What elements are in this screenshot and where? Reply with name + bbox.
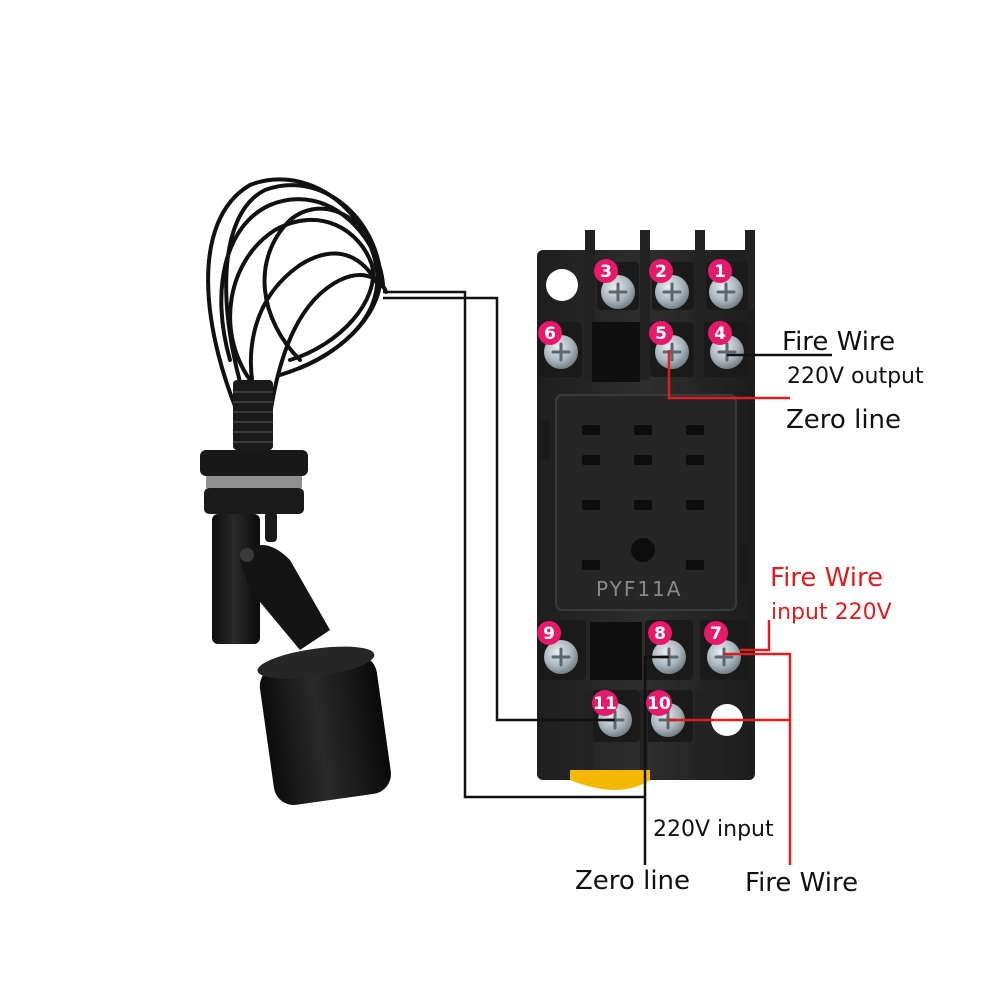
float-wire-inner [383, 296, 615, 722]
terminal-badge-1: 1 [708, 259, 732, 283]
bottom-220v-input-label: 220V input [653, 817, 774, 842]
terminal-badge-8: 8 [648, 621, 672, 645]
svg-text:9: 9 [543, 624, 555, 644]
terminal-badge-9: 9 [537, 621, 561, 645]
terminal-badge-11: 11 [592, 690, 618, 716]
output-220v-label: 220V output [787, 364, 924, 389]
terminal-badge-6: 6 [538, 321, 562, 345]
terminal-badge-2: 2 [649, 259, 673, 283]
svg-text:1: 1 [714, 262, 726, 282]
terminal-badge-10: 10 [646, 690, 672, 716]
bottom-zero-line-label: Zero line [575, 866, 691, 896]
svg-text:4: 4 [714, 324, 726, 344]
output-zero-line-label: Zero line [786, 405, 902, 435]
svg-text:11: 11 [593, 694, 617, 714]
input-zero-line [643, 655, 669, 865]
svg-text:3: 3 [600, 262, 612, 282]
screw-terminals [544, 275, 744, 737]
input-fire-wire-top [740, 620, 771, 652]
input-220v-label: input 220V [771, 600, 892, 625]
terminal-badge-5: 5 [649, 321, 673, 345]
bottom-fire-wire-label: Fire Wire [745, 868, 859, 898]
svg-text:10: 10 [647, 694, 671, 714]
input-fire-wire-7 [724, 652, 792, 865]
svg-text:5: 5 [655, 324, 667, 344]
svg-text:7: 7 [710, 624, 722, 644]
output-fire-wire-label: Fire Wire [782, 327, 896, 357]
terminal-badge-3: 3 [594, 259, 618, 283]
output-zero-line [667, 350, 790, 400]
relay-model-text: PYF11A [596, 577, 682, 601]
float-switch-icon [200, 177, 391, 805]
svg-text:8: 8 [654, 624, 666, 644]
float-wire-outer [383, 290, 645, 799]
wires [383, 290, 832, 865]
terminal-badge-4: 4 [708, 321, 732, 345]
input-fire-wire-label: Fire Wire [770, 563, 884, 593]
terminal-badge-7: 7 [704, 621, 728, 645]
svg-text:2: 2 [655, 262, 667, 282]
svg-text:6: 6 [544, 324, 556, 344]
terminal-badges: 1 2 3 4 5 6 7 8 9 10 11 [537, 259, 732, 716]
